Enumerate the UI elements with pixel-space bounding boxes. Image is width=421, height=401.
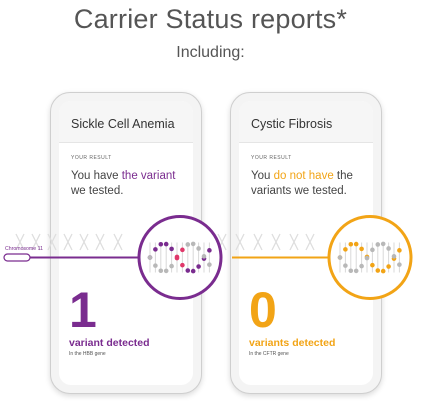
variants-detected-label: variants detected — [249, 337, 336, 349]
phone-cystic-fibrosis: Cystic Fibrosis YOUR RESULT You do not h… — [230, 92, 382, 394]
dna-variant-magnifier-icon — [137, 215, 223, 300]
result-statement: You do not have the variants we tested. — [251, 169, 367, 199]
dna-no-variant-magnifier-icon — [327, 215, 413, 300]
variants-detected-label: variant detected — [69, 337, 150, 349]
condition-title: Cystic Fibrosis — [239, 101, 373, 143]
condition-title: Sickle Cell Anemia — [59, 101, 193, 143]
phone-sickle-cell: Sickle Cell Anemia YOUR RESULT You have … — [50, 92, 202, 394]
chromosome-label: Chromosome 11 — [5, 246, 43, 252]
statement-highlight: the variant — [121, 170, 176, 182]
statement-post: we tested. — [71, 185, 124, 197]
chromosome-icon — [3, 253, 31, 262]
variant-count: 1 — [69, 282, 97, 338]
variant-count: 0 — [249, 282, 277, 338]
your-result-label: YOUR RESULT — [71, 155, 112, 161]
headline: Carrier Status reports* — [73, 4, 348, 34]
gene-label: In the CFTR gene — [249, 351, 289, 357]
result-statement: You have the variant we tested. — [71, 169, 187, 199]
your-result-label: YOUR RESULT — [251, 155, 292, 161]
statement-highlight: do not have — [273, 170, 334, 182]
statement-pre: You — [251, 170, 274, 182]
statement-pre: You have — [71, 170, 122, 182]
chromosome-strip — [15, 233, 315, 251]
phone-screen: Sickle Cell Anemia YOUR RESULT You have … — [59, 101, 193, 385]
gene-label: In the HBB gene — [69, 351, 106, 357]
subheadline: Including: — [176, 44, 245, 61]
statement-post: the variants we tested. — [251, 170, 353, 197]
phone-screen: Cystic Fibrosis YOUR RESULT You do not h… — [239, 101, 373, 385]
